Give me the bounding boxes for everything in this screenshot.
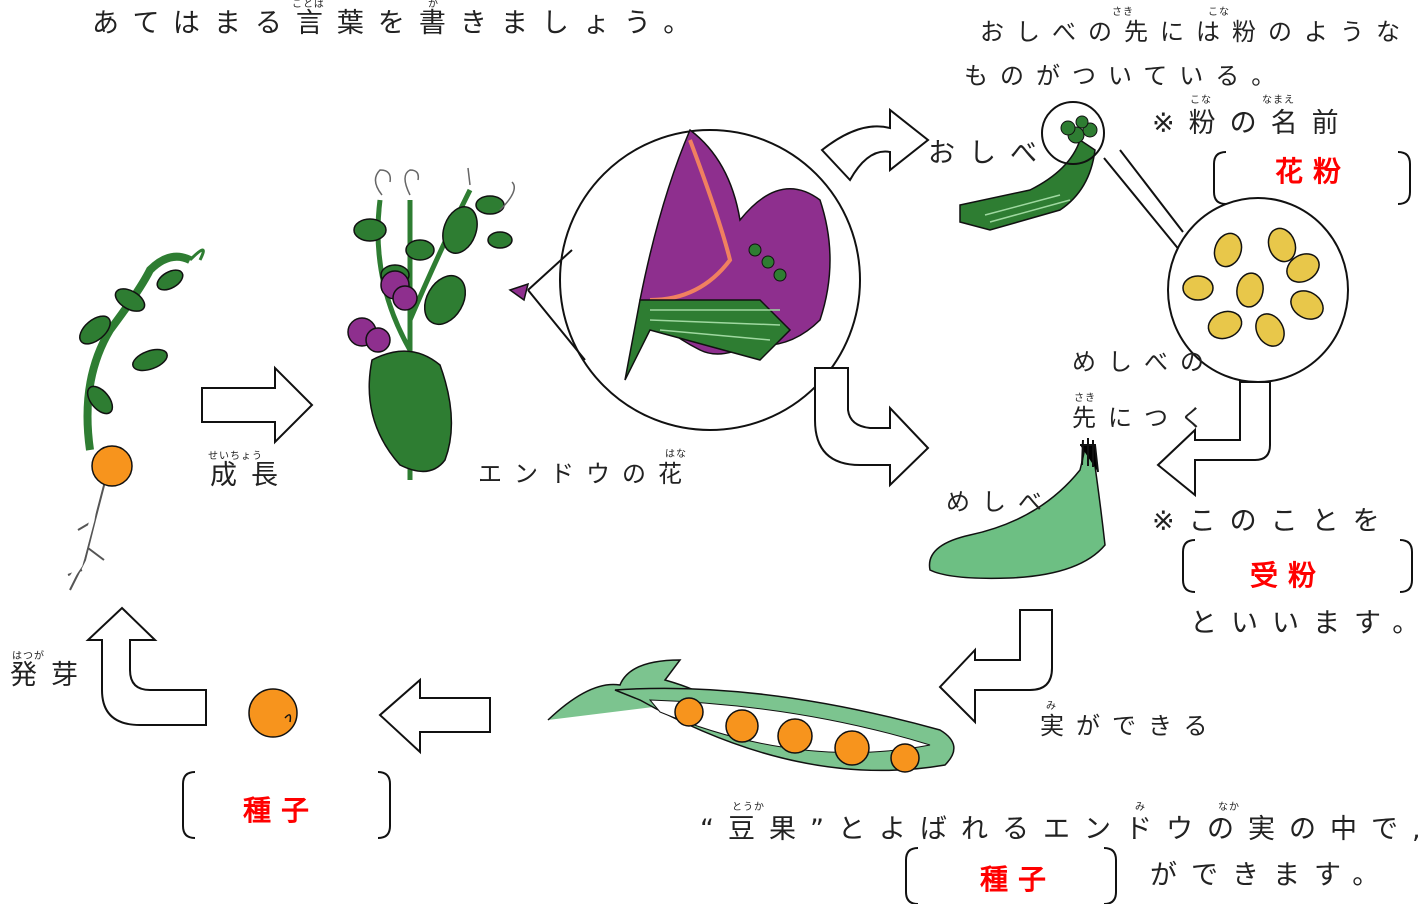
pollen-answer-bracket xyxy=(1213,151,1411,205)
to-stamen-arrow xyxy=(820,107,930,182)
powder-question: ※粉の名前 xyxy=(1152,108,1353,139)
to-pistil-arrow xyxy=(814,367,930,488)
instruction-ruby-kotoba: ことば xyxy=(292,0,325,10)
stamen-note-ruby-saki: さき xyxy=(1112,7,1134,18)
pod-sentence: “豆果”とよばれるエンドウの実の中で, xyxy=(700,814,1426,845)
pollination-answer-bracket xyxy=(1182,539,1413,593)
fruit-ruby: み xyxy=(1046,701,1057,712)
pod-ruby-naka: なか xyxy=(1218,802,1240,813)
pollination-tail: といいます。 xyxy=(1190,608,1426,639)
fruit-label: 実ができる xyxy=(1040,712,1220,740)
pod-ruby-mi: み xyxy=(1135,802,1146,813)
to-seed-arrow xyxy=(378,677,491,755)
pistil-tip-line2: 先につく xyxy=(1072,404,1216,432)
pea-pod-illustration xyxy=(547,659,955,773)
pollination-answer: 受粉 xyxy=(1250,559,1327,592)
pistil-label: めしべ xyxy=(946,488,1054,516)
pollen-answer: 花粉 xyxy=(1275,155,1352,188)
seedling-illustration xyxy=(57,248,205,597)
stamen-note-line1: おしべの先には粉のような xyxy=(980,18,1412,46)
instruction-ruby-kaki: か xyxy=(428,0,439,10)
stamen-illustration xyxy=(959,101,1186,258)
pea-plant-illustration xyxy=(347,167,530,480)
instruction-text: あてはまる言葉を書きましょう。 xyxy=(92,8,705,39)
seed-illustration xyxy=(248,688,298,738)
seed-answer-inline: 種子 xyxy=(980,863,1057,896)
powder-question-ruby-kona: こな xyxy=(1190,95,1212,106)
growth-arrow xyxy=(201,365,314,445)
pistil-illustration xyxy=(928,438,1106,580)
growth-ruby: せいちょう xyxy=(208,451,263,462)
seed-answer-bracket-left xyxy=(182,771,391,839)
stamen-note-line2: ものがついている。 xyxy=(964,62,1288,90)
powder-question-ruby-namae: なまえ xyxy=(1262,95,1295,106)
pollination-question: ※このことを xyxy=(1152,506,1394,537)
to-fruit-arrow xyxy=(938,609,1053,725)
flower-closeup-illustration xyxy=(527,128,861,431)
pollen-closeup-illustration xyxy=(1167,197,1349,383)
flower-label: エンドウの花 xyxy=(478,460,694,488)
flower-ruby: はな xyxy=(665,449,687,460)
stamen-highlight-circle xyxy=(1041,101,1105,165)
seed-answer-left: 種子 xyxy=(243,794,320,827)
pod-ruby-touka: とうか xyxy=(732,802,765,813)
seed-answer-bracket-inline xyxy=(905,847,1117,904)
seed-cotyledon xyxy=(91,445,133,487)
seed-sentence-tail: ができます。 xyxy=(1150,860,1394,891)
germination-ruby: はつが xyxy=(12,651,45,662)
pistil-tip-line1: めしべの xyxy=(1072,348,1216,376)
stamen-note-ruby-kona: こな xyxy=(1208,7,1230,18)
germination-arrow xyxy=(85,606,207,726)
growth-label: 成長 xyxy=(210,460,292,491)
stamen-label: おしべ xyxy=(928,138,1051,169)
pistil-tip-ruby: さき xyxy=(1074,393,1096,404)
pollen-to-pistil-arrow xyxy=(1156,381,1271,498)
germination-label: 発芽 xyxy=(10,660,92,691)
